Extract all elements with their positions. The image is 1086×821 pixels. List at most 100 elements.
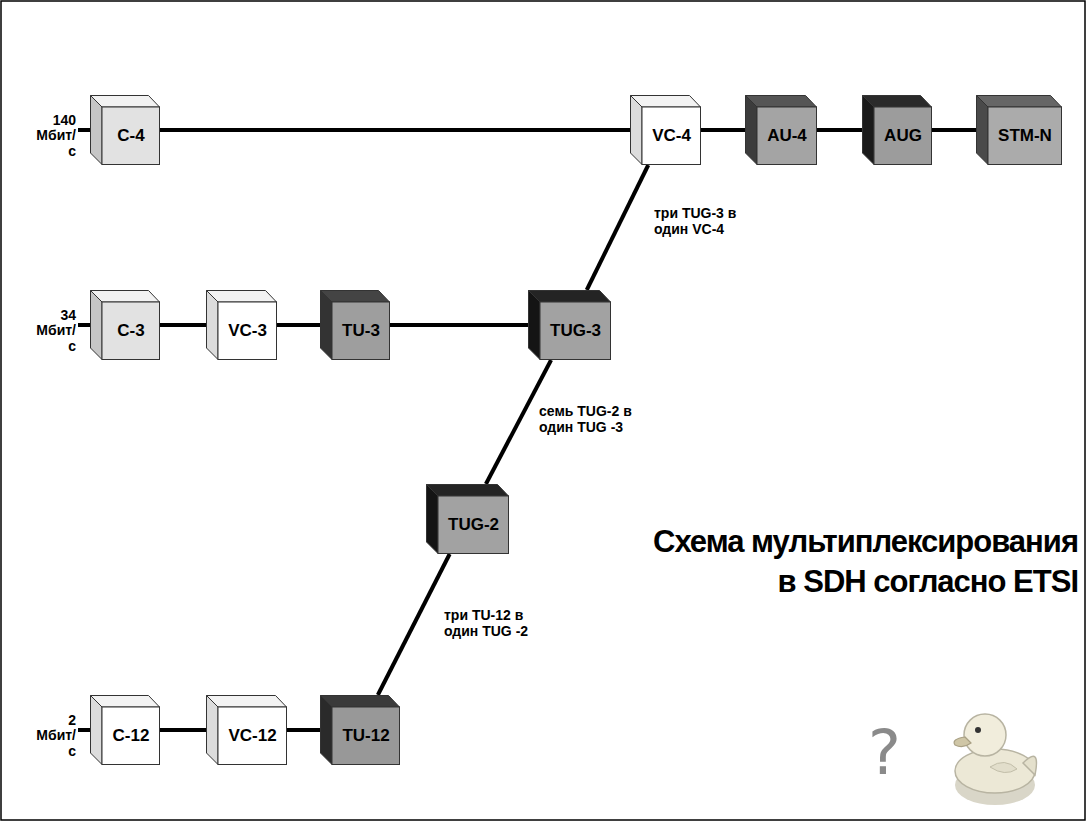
multiplex-cube: C-12 (90, 695, 160, 765)
connector-line (378, 554, 450, 695)
cube-label: VC-4 (652, 126, 691, 146)
cube-front (218, 302, 277, 360)
cube-front (540, 302, 611, 360)
multiplex-cube: TU-12 (320, 695, 400, 765)
multiplex-cube: VC-3 (206, 290, 277, 360)
input-stub (78, 323, 92, 327)
duck-eye (975, 727, 981, 733)
cube-side (529, 291, 541, 360)
cube-face: TUG-2 (438, 496, 509, 554)
cube-side (427, 485, 439, 554)
cube-front (332, 707, 400, 765)
cube-face: VC-4 (642, 107, 701, 165)
duck-wing (990, 762, 1017, 772)
cube-front (218, 707, 287, 765)
cube-face: TUG-3 (540, 302, 611, 360)
cube-front (102, 707, 160, 765)
multiplex-cube: STM-N (976, 95, 1062, 165)
cube-label: TU-12 (342, 726, 389, 746)
duck-beak (954, 737, 971, 747)
connector-line (160, 728, 206, 732)
cube-face: AU-4 (757, 107, 817, 165)
cube-label: AU-4 (767, 126, 807, 146)
connector-line (277, 323, 320, 327)
cube-side (321, 696, 333, 765)
multiplex-cube: TUG-2 (426, 484, 509, 554)
input-stub (78, 128, 92, 132)
connector-line (701, 128, 745, 132)
cube-label: TU-3 (342, 321, 380, 341)
rubber-duck (954, 714, 1036, 805)
cube-top (977, 96, 1062, 108)
connector-line (587, 165, 649, 290)
multiplex-cube: AU-4 (745, 95, 817, 165)
connector-line (817, 128, 862, 132)
bitrate-label: 2 Мбит/с (4, 713, 76, 759)
edge-label: три TUG-3 в один VC-4 (652, 204, 760, 238)
cube-face: C-12 (102, 707, 160, 765)
cube-face: VC-12 (218, 707, 287, 765)
cube-face: C-3 (102, 302, 160, 360)
cube-top (321, 696, 400, 708)
label-text: 140 Мбит/с (36, 113, 76, 159)
cube-face: TU-3 (332, 302, 390, 360)
cube-label: VC-3 (228, 321, 267, 341)
input-stub (78, 728, 92, 732)
cube-label: VC-12 (228, 726, 276, 746)
connector-line (287, 728, 320, 732)
label-text: 34 Мбит/с (36, 308, 76, 354)
diagram-title: Схема мультиплексирования в SDH согласно… (598, 522, 1078, 603)
cube-label: C-3 (117, 321, 144, 341)
cube-side (863, 96, 875, 165)
cube-label: TUG-3 (550, 321, 601, 341)
cube-face: AUG (874, 107, 932, 165)
cube-label: STM-N (998, 126, 1052, 146)
cube-label: C-12 (113, 726, 150, 746)
edge-label: три TU-12 в один TUG -2 (442, 606, 558, 640)
cube-label: C-4 (117, 126, 144, 146)
cube-side (207, 291, 219, 360)
cube-top (207, 291, 277, 303)
multiplex-cube: C-4 (90, 95, 160, 165)
cube-face: STM-N (988, 107, 1062, 165)
label-text: 2 Мбит/с (36, 713, 76, 759)
cube-face: VC-3 (218, 302, 277, 360)
cube-face: C-4 (102, 107, 160, 165)
cube-front (102, 302, 160, 360)
label-text: ? (868, 716, 901, 789)
cube-face: TU-12 (332, 707, 400, 765)
cube-front (102, 107, 160, 165)
cube-label: AUG (884, 126, 922, 146)
connector-line (390, 323, 528, 327)
cube-front (438, 496, 509, 554)
multiplex-cube: AUG (862, 95, 932, 165)
multiplex-cube: TUG-3 (528, 290, 611, 360)
cube-side (321, 291, 333, 360)
cube-front (988, 107, 1062, 165)
multiplex-cube: C-3 (90, 290, 160, 360)
cube-side (91, 291, 103, 360)
connector-line (932, 128, 976, 132)
cube-side (977, 96, 989, 165)
bitrate-label: 140 Мбит/с (4, 113, 76, 159)
multiplex-cube: VC-12 (206, 695, 287, 765)
cube-label: TUG-2 (448, 515, 499, 535)
cube-top (631, 96, 701, 108)
connector-line (160, 323, 206, 327)
cube-top (207, 696, 287, 708)
connector-line (160, 128, 630, 132)
cube-side (207, 696, 219, 765)
cube-side (91, 96, 103, 165)
cube-side (631, 96, 643, 165)
cube-front (642, 107, 701, 165)
duck-body (955, 749, 1035, 793)
bitrate-label: 34 Мбит/с (4, 308, 76, 354)
question-mark: ? (868, 722, 918, 784)
cube-top (746, 96, 817, 108)
cube-front (874, 107, 932, 165)
cube-top (529, 291, 611, 303)
cube-side (91, 696, 103, 765)
cube-front (332, 302, 390, 360)
